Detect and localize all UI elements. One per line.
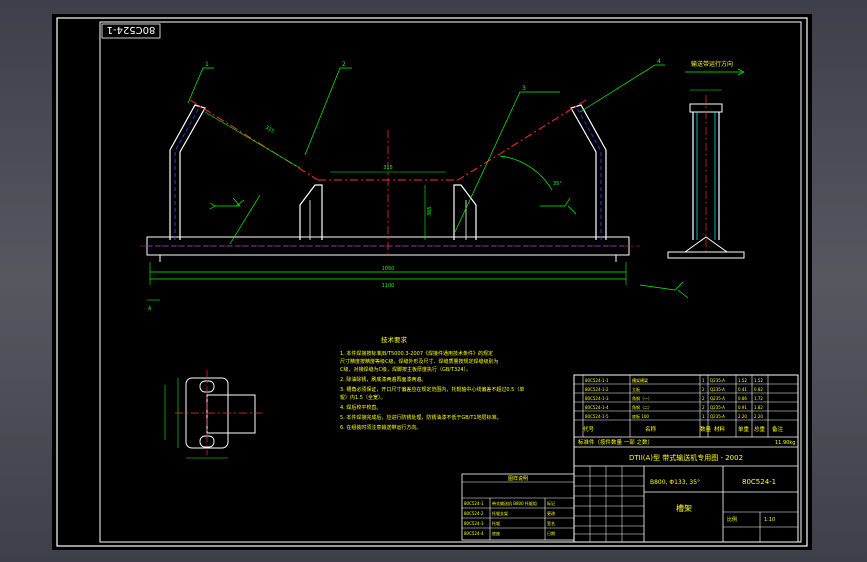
tech-req-line: 4. 焊后校平校直。 [340,404,381,411]
svg-text:1:10: 1:10 [764,517,775,523]
svg-text:80C524-1: 80C524-1 [464,501,484,506]
bom-row: 80C524-1-1 [585,378,609,383]
svg-text:备注: 备注 [772,425,784,433]
bom-row: 80C524-1-5 [585,414,609,419]
svg-text:底板 100: 底板 100 [632,413,649,419]
series-title: DTII(A)型 带式输送机专用图 - 2002 [629,453,743,462]
svg-text:签名: 签名 [547,520,555,526]
svg-text:数量: 数量 [700,425,712,433]
svg-text:角钢（二）: 角钢（二） [632,404,652,410]
svg-text:1.82: 1.82 [754,405,763,410]
svg-text:80C524-1: 80C524-1 [107,24,156,35]
svg-text:Q235-A: Q235-A [710,396,725,401]
svg-text:1: 1 [205,61,209,68]
svg-text:单重: 单重 [738,425,750,433]
svg-text:0.41: 0.41 [738,387,747,392]
tech-req-line: 尺寸精度按精度等级C级，焊缝外形及尺寸、焊缝质量按规定焊缝级别为 [340,358,499,365]
flipped-stamp: 80C524-1 [101,23,161,39]
revision-table: 图样说明 80C524-1 带式输送机 B800 托辊组 标记 80C524-2… [461,473,575,541]
svg-text:1: 1 [702,414,705,419]
tech-req-title: 技术要求 [381,335,408,344]
svg-text:角钢（一）: 角钢（一） [632,395,652,401]
bom-row: 80C524-1-3 [585,396,609,401]
svg-text:0.86: 0.86 [738,396,747,401]
svg-text:Q235-A: Q235-A [710,378,725,383]
svg-text:比例: 比例 [727,516,737,523]
part-name: 槽架 [676,503,692,513]
technical-requirements: 技术要求 1. 本件焊接按标准JB/T5000.3-2007《焊接件通用技术条件… [340,335,524,431]
svg-text:Q235-A: Q235-A [710,405,725,410]
center-support-right [453,184,477,240]
tech-req-line: 5. 本件焊接完成后，应进行防锈处理，防锈油漆不低于GB/T1地层标准。 [340,414,502,421]
svg-text:Q235-A: Q235-A [710,414,725,419]
frame-border [99,21,802,543]
svg-text:槽架横梁: 槽架横梁 [632,377,648,383]
svg-text:1.52: 1.52 [738,378,747,383]
svg-text:更改: 更改 [547,510,555,516]
spec-text: B800, Φ133, 35° [650,479,700,486]
svg-text:底座: 底座 [492,530,500,536]
svg-text:305: 305 [427,206,433,216]
svg-text:图样说明: 图样说明 [508,475,528,482]
tech-req-line: 6. 在组装时须注意输送带运行方向。 [340,424,421,431]
svg-text:标准件（按件数量 一部 之数）: 标准件（按件数量 一部 之数） [578,438,653,446]
svg-text:总重: 总重 [754,425,766,433]
svg-text:1100: 1100 [382,283,395,289]
svg-text:35°: 35° [553,181,562,187]
title-block: 80C524-1-1 槽架横梁 1 Q235-A 1.52 1.52 80C52… [573,374,799,543]
tech-req-line: 3. 槽角必须保证，开口尺寸偏差应在规定范围内，托辊轴中心线偏差不超过0.5（单 [340,386,524,393]
svg-text:1.52: 1.52 [754,378,763,383]
tech-req-line: C级，对接焊缝为C级，焊脚按主板厚度执行（GB/T324）。 [340,366,471,373]
sheet-border [56,17,808,547]
tech-req-line: 1. 本件焊接按标准JB/T5000.3-2007《焊接件通用技术条件》的规定 [340,350,493,357]
svg-text:315: 315 [264,125,275,135]
svg-text:2.20: 2.20 [738,414,747,419]
svg-text:315: 315 [383,165,393,171]
svg-text:代号: 代号 [583,425,595,433]
svg-text:2: 2 [702,387,705,392]
svg-text:名称: 名称 [645,425,657,433]
side-view: 输送带运行方向 [667,60,745,259]
svg-text:托辊支架: 托辊支架 [492,510,508,516]
tech-req-line: 辊）内1.5（全宽）。 [340,394,385,401]
svg-text:2.20: 2.20 [754,414,763,419]
svg-text:80C524-3: 80C524-3 [464,521,484,526]
svg-text:立板: 立板 [632,386,640,392]
center-support-left [299,184,323,240]
svg-text:输送带运行方向: 输送带运行方向 [691,60,733,68]
drawing-code: 80C524-1 [742,478,776,486]
svg-text:2: 2 [702,396,705,401]
svg-text:11.90kg: 11.90kg [775,440,795,446]
detail-view-a [164,370,262,459]
svg-text:2: 2 [342,61,346,68]
front-view: 1050 1100 315 315 305 35° 1 2 3 4 A [140,58,689,312]
svg-text:带式输送机 B800 托辊组: 带式输送机 B800 托辊组 [492,500,537,506]
svg-text:0.82: 0.82 [754,387,763,392]
svg-text:2: 2 [702,405,705,410]
svg-text:A: A [148,306,152,312]
svg-text:0.91: 0.91 [738,405,747,410]
svg-text:1050: 1050 [382,266,395,272]
svg-text:标记: 标记 [547,500,555,506]
bom-row: 80C524-1-4 [585,405,609,410]
svg-text:3: 3 [522,85,526,92]
svg-text:材料: 材料 [714,425,726,433]
svg-text:80C524-4: 80C524-4 [464,531,484,536]
svg-text:1: 1 [702,378,705,383]
svg-text:4: 4 [657,58,661,65]
drawing-sheet [52,14,812,550]
tech-req-line: 2. 除油除锈，刷底漆两遍再面漆两遍。 [340,376,426,383]
svg-text:托辊: 托辊 [492,520,500,526]
bom-row: 80C524-1-2 [585,387,609,392]
svg-text:Q235-A: Q235-A [710,387,725,392]
svg-text:日期: 日期 [547,530,555,536]
svg-text:80C524-2: 80C524-2 [464,511,484,516]
svg-text:1.72: 1.72 [754,396,763,401]
